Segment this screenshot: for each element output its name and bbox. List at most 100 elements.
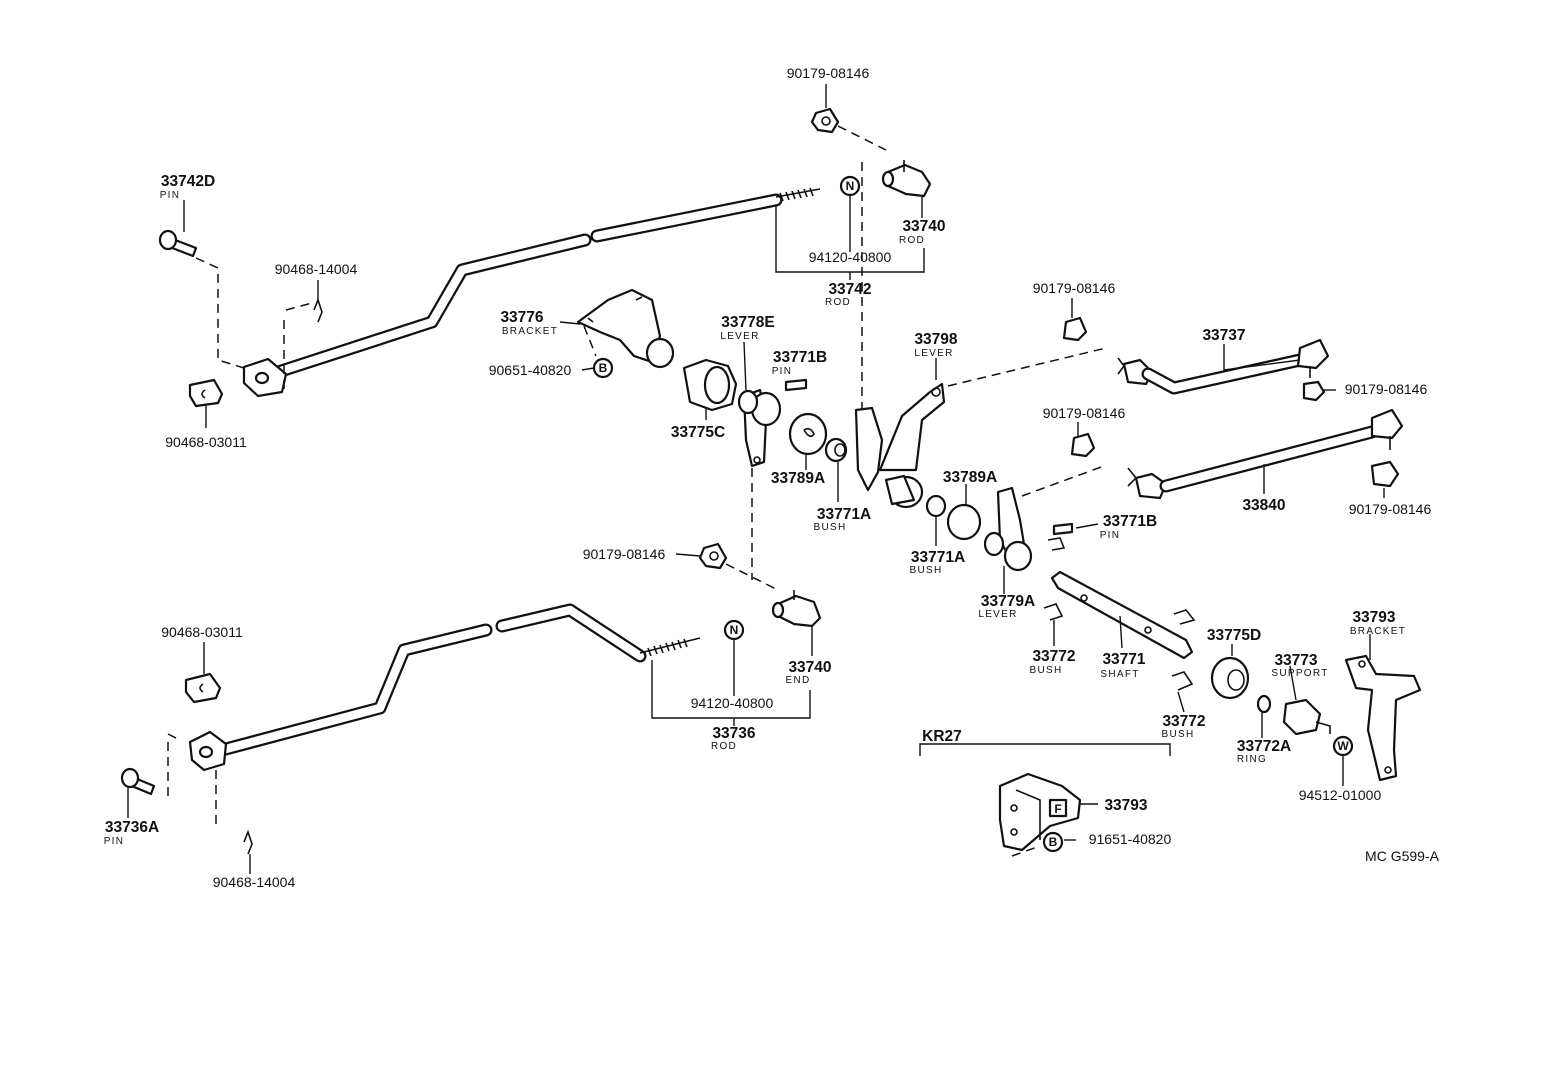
rod-33840: [1127, 408, 1404, 500]
support-33773: [1282, 698, 1331, 736]
bush-33789a-right: [946, 503, 982, 541]
upper-clevis: [242, 357, 288, 398]
svg-text:33798: 33798: [914, 331, 957, 348]
bracket-33793: [1344, 654, 1422, 782]
lower-rod[interactable]: [215, 603, 701, 757]
callout-33772a-ring: 33772A RING: [1237, 738, 1291, 765]
bush-33789a-left: [788, 412, 828, 456]
callout-90468-03011-lower: 90468-03011: [161, 624, 243, 640]
callout-33737: 33737: [1202, 327, 1245, 344]
clip-90468-14004-upper: [313, 297, 323, 323]
figure-code: MC G599-A: [1365, 848, 1440, 864]
svg-text:33771A: 33771A: [911, 549, 965, 566]
lower-clevis: [188, 730, 228, 772]
svg-text:90468-03011: 90468-03011: [165, 434, 247, 450]
callout-90468-14004-lower: 90468-14004: [213, 874, 296, 890]
callout-90179-08146-33840: 90179-08146: [1349, 501, 1432, 517]
svg-text:BRACKET: BRACKET: [502, 326, 558, 337]
svg-text:PIN: PIN: [772, 366, 793, 377]
svg-text:LEVER: LEVER: [914, 348, 953, 359]
clip-90468-03011-lower: [184, 672, 222, 704]
svg-text:33736A: 33736A: [105, 819, 159, 836]
callout-33840: 33840: [1242, 497, 1285, 514]
callout-90651-40820: 90651-40820: [489, 362, 572, 378]
callout-90179-08146-upper-right: 90179-08146: [1033, 280, 1116, 296]
svg-text:33772: 33772: [1162, 713, 1205, 730]
callout-33775c: 33775C: [671, 424, 725, 441]
svg-text:90179-08146: 90179-08146: [1345, 381, 1428, 397]
svg-text:33772: 33772: [1032, 648, 1075, 665]
svg-text:33740: 33740: [902, 218, 945, 235]
callout-90468-14004-top: 90468-14004: [275, 261, 358, 277]
callout-33740-end: 33740 END: [785, 659, 831, 686]
bush-33771a-right: [925, 494, 947, 518]
svg-text:33793: 33793: [1104, 797, 1147, 814]
pin-33771b-left: [784, 378, 808, 392]
svg-text:33742D: 33742D: [161, 173, 215, 190]
callout-33771a-bush-left: 33771A BUSH: [814, 506, 872, 533]
callout-33771b-pin-right: 33771B PIN: [1100, 513, 1157, 541]
svg-text:PIN: PIN: [160, 190, 181, 201]
svg-text:SUPPORT: SUPPORT: [1271, 668, 1328, 679]
callout-33736-rod: 33736 ROD: [711, 725, 756, 752]
svg-text:33771B: 33771B: [1103, 513, 1157, 530]
svg-text:90468-14004: 90468-14004: [213, 874, 296, 890]
svg-text:N: N: [846, 179, 855, 193]
nut-90179-08146-top: [810, 107, 840, 134]
clip-90468-14004-lower: [243, 829, 253, 855]
callout-33775d: 33775D: [1207, 627, 1261, 644]
pin-33742d: [158, 229, 198, 258]
ring-33772a: [1256, 694, 1272, 714]
callout-33798-lever: 33798 LEVER: [914, 331, 958, 359]
bush-33775d: [1210, 656, 1250, 700]
nut-90179-08146-33840-end: [1370, 460, 1400, 488]
svg-text:BUSH: BUSH: [1162, 729, 1195, 740]
callout-90179-08146-33737: 90179-08146: [1345, 381, 1428, 397]
callout-94120-40800-lower: 94120-40800: [691, 695, 774, 711]
svg-text:90651-40820: 90651-40820: [489, 362, 572, 378]
nut-symbol-n-top: N: [839, 175, 861, 197]
svg-text:BUSH: BUSH: [910, 565, 943, 576]
callout-33740-rod: 33740 ROD: [899, 218, 946, 246]
svg-text:33740: 33740: [788, 659, 831, 676]
svg-text:LEVER: LEVER: [720, 331, 759, 342]
svg-text:BUSH: BUSH: [1030, 665, 1063, 676]
callout-33779a-lever: 33779A LEVER: [978, 593, 1035, 620]
svg-text:33775C: 33775C: [671, 424, 725, 441]
callout-90179-08146-lower: 90179-08146: [583, 546, 666, 562]
callout-90179-08146-middle: 90179-08146: [1043, 405, 1126, 421]
nut-90179-08146-33737-end: [1302, 380, 1326, 402]
svg-text:W: W: [1337, 739, 1349, 753]
svg-text:91651-40820: 91651-40820: [1089, 831, 1172, 847]
callout-33789a-left: 33789A: [771, 470, 825, 487]
bush-33771a-left: [824, 437, 848, 463]
lever-33778e: [737, 388, 782, 468]
shaft-33771: [1050, 570, 1194, 660]
callout-33776-bracket: 33776 BRACKET: [500, 309, 558, 337]
clip-right-1: [1047, 537, 1066, 551]
bolt-symbol-b-kr27: B: [1042, 831, 1064, 853]
callout-33742d-pin: 33742D PIN: [160, 173, 215, 201]
svg-text:90468-14004: 90468-14004: [275, 261, 358, 277]
upper-rod[interactable]: [271, 187, 821, 379]
svg-text:ROD: ROD: [711, 741, 737, 752]
svg-text:33775D: 33775D: [1207, 627, 1261, 644]
svg-text:B: B: [1049, 835, 1058, 849]
nut-90179-08146-upper-right: [1062, 316, 1088, 342]
svg-text:90179-08146: 90179-08146: [1349, 501, 1432, 517]
svg-text:33789A: 33789A: [771, 470, 825, 487]
callout-90468-03011-upper: 90468-03011: [165, 434, 247, 450]
callout-33772-bush-upper: 33772 BUSH: [1030, 648, 1076, 676]
callout-94120-40800-top: 94120-40800: [809, 249, 892, 265]
svg-text:LEVER: LEVER: [978, 609, 1017, 620]
bolt-symbol-b-left: B: [592, 357, 614, 379]
svg-text:33793: 33793: [1352, 609, 1395, 626]
callout-90179-08146-top: 90179-08146: [787, 65, 870, 81]
bush-33775c: [682, 358, 738, 412]
nut-90179-08146-middle: [1070, 432, 1096, 458]
svg-text:90179-08146: 90179-08146: [583, 546, 666, 562]
svg-text:SHAFT: SHAFT: [1100, 669, 1139, 680]
svg-text:ROD: ROD: [899, 235, 925, 246]
bush-33772-upper: [1043, 603, 1064, 621]
